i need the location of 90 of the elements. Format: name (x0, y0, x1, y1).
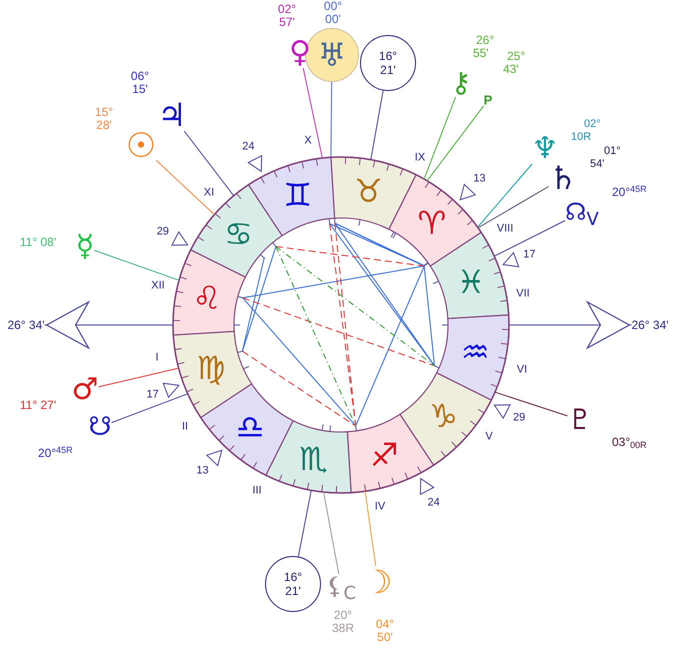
house-number: XI (204, 188, 214, 198)
degree-label: 11° 08' (20, 236, 56, 249)
degree-label: 03°$_{00R}$ (612, 436, 647, 449)
leader-line (330, 82, 332, 158)
degree-label: 02° 57' (278, 3, 296, 29)
zodiac-sign: ♒ (460, 336, 490, 368)
degree-label: 20° 38R (332, 609, 354, 635)
leader-line (302, 68, 323, 158)
cusp-degree: 13 (196, 465, 209, 476)
leader-line (478, 186, 550, 228)
leader-line (111, 393, 188, 424)
zodiac-sign: ♌ (192, 282, 222, 314)
planet-symbol: ☽ (364, 566, 392, 598)
leader-line (98, 368, 180, 388)
arrow (508, 301, 632, 349)
zodiac-sign: ♏ (299, 443, 328, 476)
degree-label: 04° 50' (376, 618, 394, 644)
zodiac-sign: ♊ (283, 179, 312, 212)
cusp-degree: 13 (473, 174, 486, 185)
zodiac-sign: ♎ (236, 411, 264, 444)
leader-line (494, 392, 568, 416)
degree-label: 26° 34' (631, 319, 669, 331)
house-number: III (252, 486, 262, 496)
leader-line (477, 164, 533, 228)
zodiac-sector (172, 248, 247, 337)
planet-symbol: ♂ (72, 375, 98, 405)
cusp-degree: 17 (146, 390, 159, 401)
degree-label: 11° 27' (20, 399, 56, 412)
cusp-degree: 17 (523, 249, 536, 260)
leader-line (426, 105, 484, 182)
house-number: VII (516, 288, 530, 300)
degree-label: 00° 00' (324, 0, 342, 26)
degree-label: 26° 34' (7, 319, 45, 331)
degree-label: 25° 43' (503, 50, 526, 76)
house-number: X (304, 136, 312, 146)
cusp-degree: 29 (156, 226, 169, 238)
planet-symbol: ☉ (126, 129, 156, 163)
house-number: IV (374, 502, 386, 512)
planet-symbol: ♃ (158, 99, 186, 131)
zodiac-sector (398, 371, 493, 467)
degree-label: 01° 54' (590, 145, 621, 171)
house-number: IX (414, 152, 426, 164)
leader-line (184, 130, 234, 196)
leader-line (156, 160, 215, 216)
house-number: II (182, 422, 188, 432)
degree-label: 20°$^{45R}$ (612, 186, 647, 199)
arrow (44, 301, 174, 349)
degree-label: 16° 21' (284, 570, 302, 598)
leader-line (323, 492, 340, 574)
house-number: XII (151, 280, 165, 292)
planet-symbol: ♆ (532, 134, 558, 164)
leader-line (424, 96, 456, 180)
zodiac-sign: ♓ (456, 266, 486, 298)
planet-symbol: ⚷ (450, 69, 472, 97)
degree-label: 16° 21' (378, 49, 398, 77)
planet-symbol: ♀ (289, 38, 311, 68)
zodiac-sign: ♍ (196, 352, 226, 384)
degree-label: 02° 10R (571, 118, 601, 144)
leader-line (298, 490, 312, 557)
cusp-degree: 24 (242, 141, 255, 152)
leader-line (364, 490, 376, 566)
planet-symbol: ♅ (318, 39, 346, 71)
zodiac-sign: ♐ (370, 438, 399, 471)
degree-label: 06° 15' (130, 70, 150, 96)
zodiac-sign: ♋ (224, 218, 253, 250)
cusp-degree: 24 (427, 498, 440, 509)
planet-symbol: ☿ (76, 232, 94, 262)
house-number: V (485, 432, 493, 442)
planet-symbol: P (484, 94, 492, 106)
house-number: I (155, 352, 159, 364)
leader-line (494, 220, 566, 257)
planet-symbol: ☊$_{V}$ (565, 200, 599, 224)
zodiac-sector (189, 183, 284, 279)
planet-symbol: ♇ (567, 406, 593, 434)
cusp-degree: 29 (513, 412, 526, 424)
leader-line (94, 250, 180, 281)
degree-label: 26° 55' (473, 34, 494, 60)
planet-symbol: ⚸$_{C}$ (326, 574, 356, 598)
leader-line (370, 90, 384, 160)
zodiac-sector (435, 313, 510, 402)
house-number: VIII (496, 224, 514, 234)
planet-symbol: ♄ (548, 162, 578, 194)
degree-label: 15° 28' (94, 106, 114, 132)
degree-label: 20°$^{45R}$ (38, 447, 73, 460)
zodiac-sign: ♉ (354, 174, 383, 207)
house-number: VI (516, 364, 528, 376)
zodiac-sign: ♈ (418, 206, 446, 238)
zodiac-sign: ♑ (429, 400, 458, 432)
zodiac-sector (264, 419, 353, 494)
planet-symbol: ☋ (88, 414, 112, 440)
